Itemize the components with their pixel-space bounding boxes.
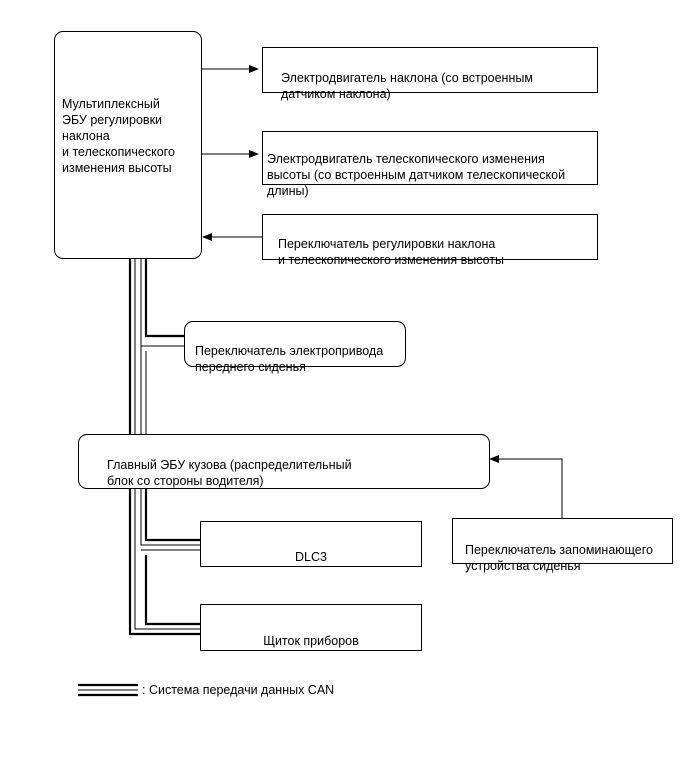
combination-meter-label: Щиток приборов	[263, 634, 359, 648]
telescopic-motor-label: Электродвигатель телескопического измене…	[267, 152, 566, 198]
main-body-ecu-box: Главный ЭБУ кузова (распределительный бл…	[78, 434, 490, 489]
signal-arrows	[201, 65, 563, 518]
dlc3-box: DLC3	[200, 521, 422, 567]
tilt-telescopic-switch-label: Переключатель регулировки наклона и теле…	[278, 237, 505, 267]
memory-switch-label: Переключатель запоминающего устройства с…	[465, 543, 653, 573]
legend-can-label: : Система передачи данных CAN	[142, 683, 335, 697]
can-bus	[128, 258, 200, 636]
main-body-ecu-label: Главный ЭБУ кузова (распределительный бл…	[107, 458, 352, 488]
tilt-motor-box: Электродвигатель наклона (со встроенным …	[262, 47, 598, 101]
combination-meter-box: Щиток приборов	[200, 604, 422, 651]
telescopic-motor-box: Электродвигатель телескопического измене…	[262, 131, 598, 198]
legend-can-lines	[78, 683, 138, 697]
memory-switch-box: Переключатель запоминающего устройства с…	[452, 518, 673, 573]
dlc3-label: DLC3	[295, 550, 327, 564]
multiplex-tilt-telescopic-ecu-box: Мультиплексный ЭБУ регулировки наклона и…	[54, 31, 202, 259]
tilt-telescopic-switch-box: Переключатель регулировки наклона и теле…	[262, 214, 598, 267]
tilt-motor-label: Электродвигатель наклона (со встроенным …	[281, 71, 533, 101]
multiplex-tilt-telescopic-ecu-label: Мультиплексный ЭБУ регулировки наклона и…	[62, 97, 175, 175]
front-power-seat-switch-label: Переключатель электропривода переднего с…	[195, 344, 384, 374]
front-power-seat-switch-box: Переключатель электропривода переднего с…	[184, 321, 406, 374]
